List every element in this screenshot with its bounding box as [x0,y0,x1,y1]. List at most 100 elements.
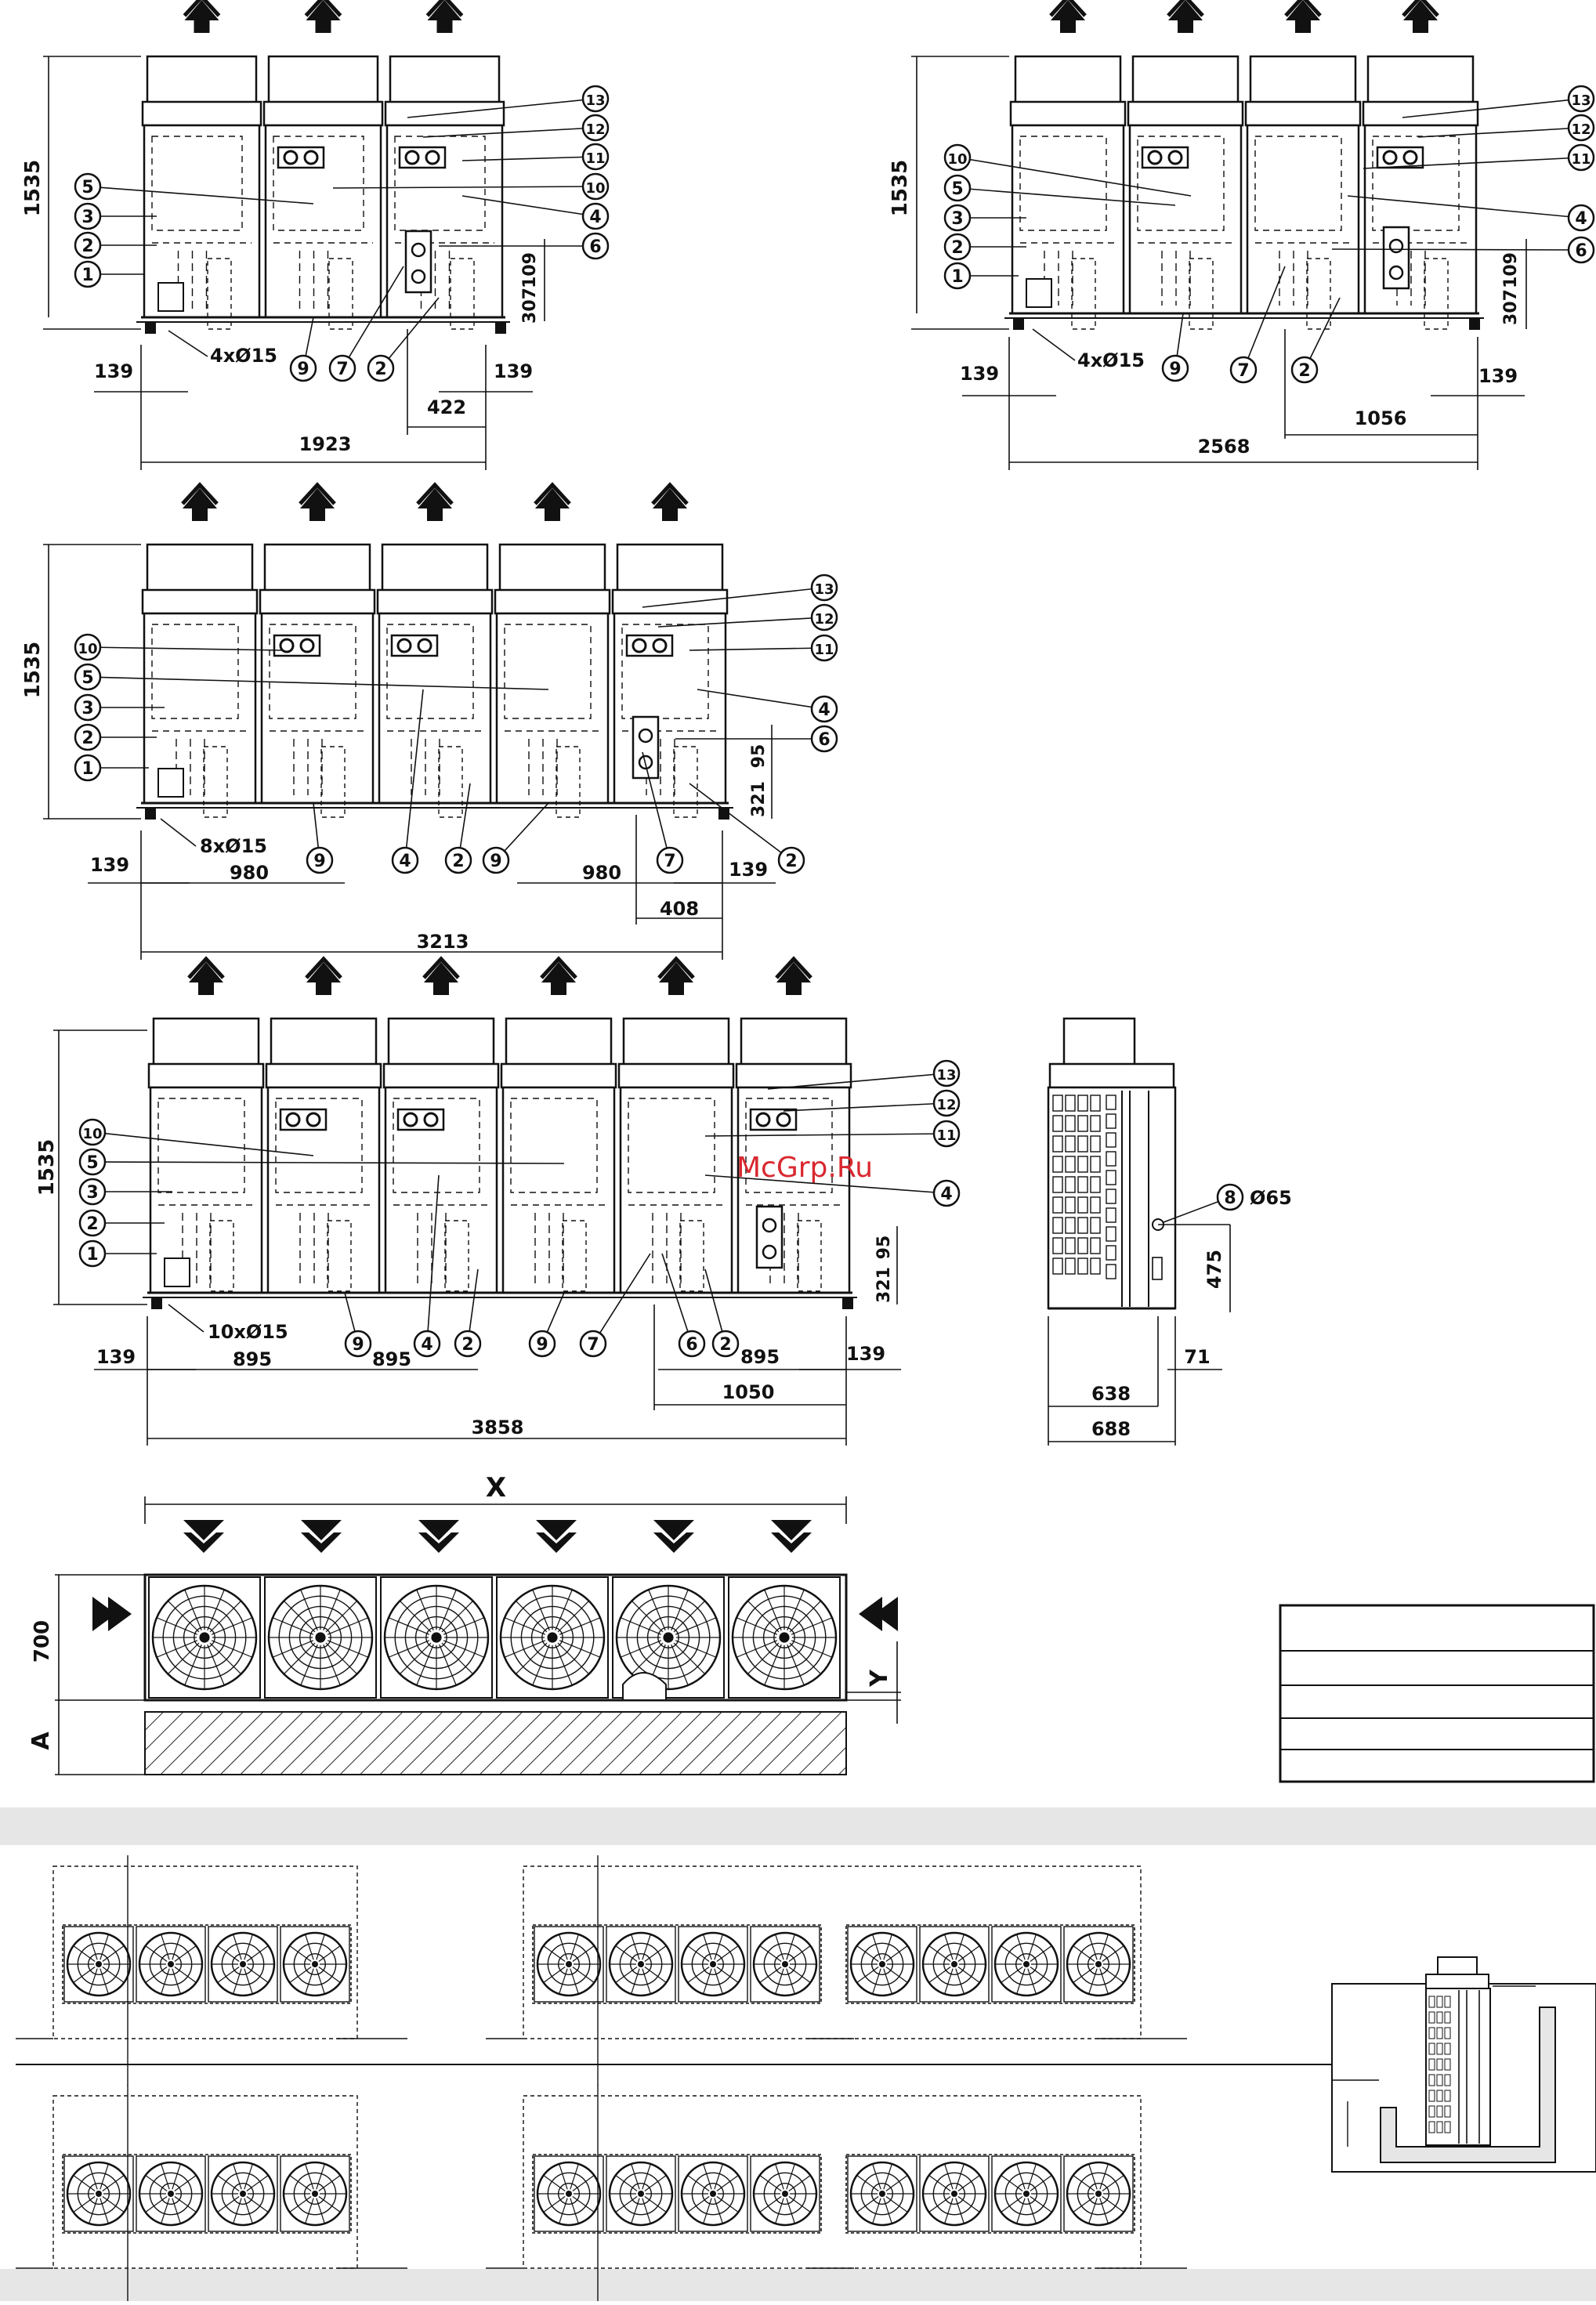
fan-spoke [747,1600,780,1633]
fan-shroud [147,1062,265,1089]
unit-foot [145,321,156,334]
fan-bay [208,1926,278,2003]
fan-shroud [382,1062,500,1089]
unit-side [1425,1988,1491,2146]
coil-fin [1444,1996,1451,2008]
top-view-labels: X 700 A Y [27,1472,893,1750]
leader-line [87,676,549,690]
airflow-up-arrow-icon [776,962,811,995]
fan-spoke [102,2175,125,2191]
fan-spoke [515,1600,548,1633]
fan-spoke [1016,2163,1026,2190]
fan-spoke [631,2163,640,2190]
coil-fin [1052,1217,1063,1234]
unit-5fan-left-offset: 139 [90,854,129,876]
separator-band-top [0,1807,1596,1845]
callout-circle [579,1330,607,1358]
fan-spoke [787,1644,805,1686]
unit-6fan-pitch-3: 895 [740,1346,780,1368]
fan-spoke [957,1967,980,1983]
callout-number: 2 [1298,361,1310,381]
callout-circle [943,204,972,232]
fan-spoke [543,2196,566,2213]
unit-3fan-dimensions: 1535 109 307 139 139 4xØ15 422 1923 [21,160,540,455]
callout-circle [810,725,838,753]
fan-spoke [1102,1967,1124,1983]
fan-spoke [1016,1934,1026,1960]
gauge-icon [306,1112,321,1127]
callout-circle [810,634,838,662]
fan-spoke [1027,1934,1037,1960]
gauge-icon [425,150,440,165]
fan-spoke [1073,1945,1095,1962]
coil-fin [1436,2105,1443,2118]
fan-spoke [100,1934,109,1960]
fan-spoke [1073,2175,1095,2191]
airflow-up-arrow-icon [306,0,341,33]
callout-circle [932,1120,961,1148]
hidden-component [504,624,592,719]
control-box [1376,146,1424,169]
coil-fin [1428,2121,1435,2133]
top-clearance-label: A [27,1731,55,1750]
fan-hub [240,1961,246,1967]
fan-spoke [955,2198,964,2224]
coil-fin [1090,1135,1101,1152]
fan-spoke [570,1934,579,1960]
airflow-side-arrow-icon [859,1597,898,1631]
fan-shroud [265,1062,382,1089]
coil-fin [1052,1135,1063,1152]
fan-spoke [789,1642,822,1675]
fan-spoke [856,2175,879,2191]
fan-spoke [872,1934,881,1960]
fan-spoke [73,2196,96,2213]
fan-cover [1366,55,1475,105]
fan-spoke [283,1600,316,1633]
fan-bay [280,1926,350,2003]
fan-spoke [570,1968,579,1995]
callout-number: 11 [814,642,834,658]
callout-number: 7 [1237,361,1249,381]
fan-spoke [642,2198,651,2224]
fan-spoke [246,2196,269,2213]
coil-fin [1106,1170,1116,1185]
hidden-component [797,1220,822,1292]
fan-spoke [703,1934,712,1960]
fan-spoke [559,1640,601,1658]
callout-number: 4 [589,208,601,227]
fan-spoke [957,2196,980,2213]
fan-bay [264,1576,377,1699]
fan-spoke [872,1968,881,1995]
unit-4fan-feet: 4xØ15 [1077,349,1145,371]
fan-spoke [714,2163,723,2190]
callout-number: 4 [818,700,830,720]
coil-fin [1106,1189,1116,1204]
fan-spoke [161,1968,170,1995]
fan-spoke [788,1967,811,1983]
airflow-chevron-icon [657,956,695,979]
gauge-icon [285,1112,301,1127]
fan-spoke [648,1589,666,1631]
fan-spoke [787,1589,805,1631]
fan-spoke [955,1934,964,1960]
callout-number: 9 [313,852,325,871]
fan-spoke [233,2163,242,2190]
gauge-icon [423,1112,439,1127]
fan-spoke [532,1644,550,1686]
airflow-chevron-icon [187,956,225,979]
water-inlet-icon [411,242,426,258]
callout-circle [528,1330,556,1358]
leader-line [87,186,314,204]
unit-4fan-total-width: 2568 [1198,436,1250,458]
coil-fin [1090,1156,1101,1173]
unit-5fan-total-width: 3213 [417,931,469,953]
fan-spoke [775,2198,784,2224]
callout-circle [943,233,972,261]
fan-spoke [557,1600,590,1633]
callout-circle [943,143,972,172]
hidden-component [1372,136,1460,231]
fan-spoke [714,1968,723,1995]
coil-fin [1090,1196,1101,1214]
fan-spoke [883,2198,892,2224]
